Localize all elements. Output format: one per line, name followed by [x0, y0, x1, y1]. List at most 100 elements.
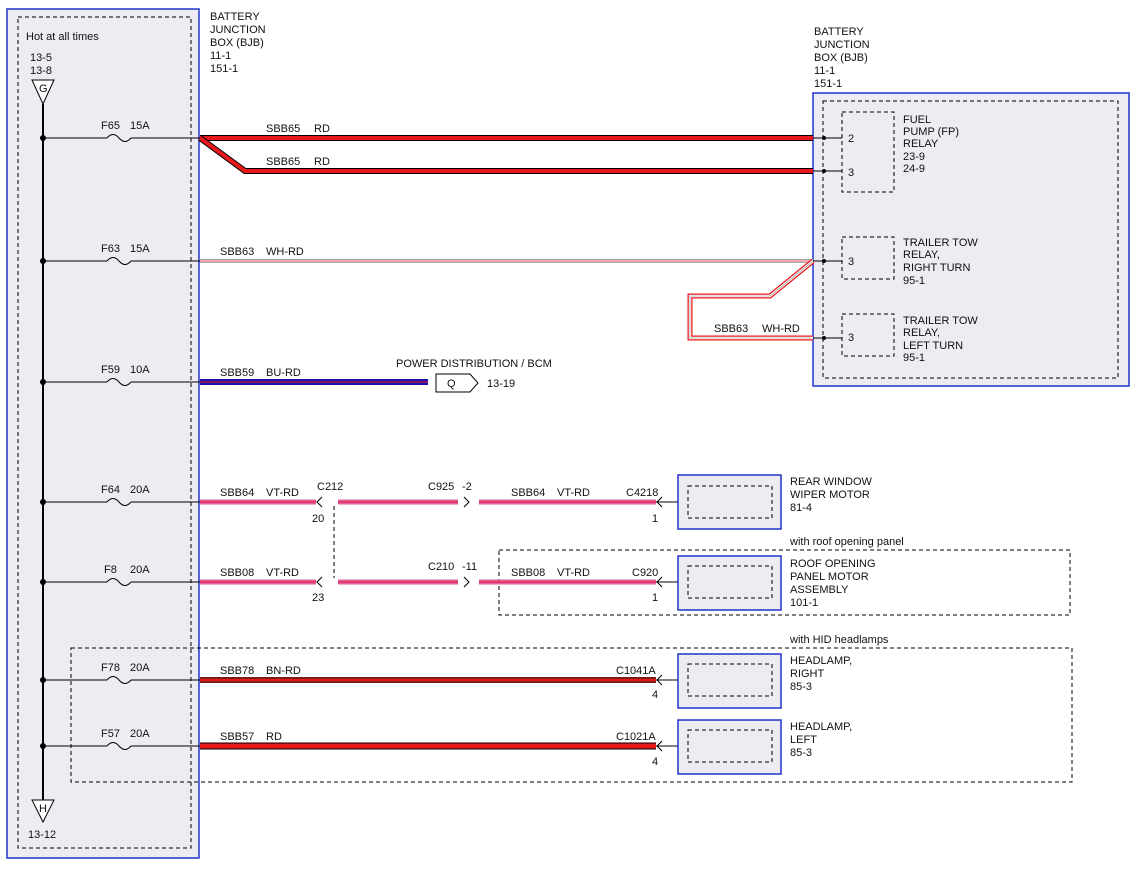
- c212-pin-20: 20: [312, 513, 324, 525]
- bjb-right-box: [812, 92, 1130, 387]
- fuse-f65: F65 15A: [40, 120, 200, 142]
- bjb-left-header-4: 11-1: [210, 50, 231, 62]
- hid-option-box: [70, 647, 1073, 783]
- fuse-f59-name: F59: [101, 364, 120, 376]
- fuse-f8: F8 20A: [40, 564, 200, 586]
- bjb-right-header-1: BATTERY: [814, 26, 864, 38]
- fuse-f64-rating: 20A: [130, 484, 150, 496]
- c4218-label: C4218: [626, 487, 658, 499]
- fp-relay-pin-2: 2: [848, 133, 854, 145]
- c210-label: C210: [428, 561, 454, 573]
- power-dist-label: POWER DISTRIBUTION / BCM: [396, 358, 552, 370]
- trailer-tow-left-relay: 3 TRAILER TOW RELAY, LEFT TURN 95-1: [841, 313, 978, 364]
- fuse-f63-rating: 15A: [130, 243, 150, 255]
- headlamp-left-line-2: LEFT: [790, 734, 817, 746]
- headlamp-left-line-3: 85-3: [790, 747, 812, 759]
- sbb64a-color: VT-RD: [266, 487, 299, 499]
- headlamp-right-line-1: HEADLAMP,: [790, 655, 852, 667]
- sbb78-circuit: SBB78: [220, 665, 254, 677]
- c212-label: C212: [317, 481, 343, 493]
- c920-pin: 1: [652, 592, 658, 604]
- fuse-f65-rating: 15A: [130, 120, 150, 132]
- power-distribution-connector: Q: [435, 373, 479, 393]
- fuse-f64: F64 20A: [40, 484, 200, 506]
- bjb-right-header-5: 151-1: [814, 78, 842, 90]
- c1021a-pin: 4: [652, 756, 658, 768]
- sbb63b-circuit: SBB63: [714, 323, 748, 335]
- fp-relay-line-1: FUEL: [903, 114, 931, 126]
- sbb08a-color: VT-RD: [266, 567, 299, 579]
- fuse-f8-name: F8: [104, 564, 117, 576]
- roof-motor-line-2: PANEL MOTOR: [790, 571, 869, 583]
- ttr-relay-line-2: RELAY,: [903, 249, 940, 261]
- sbb63a-circuit: SBB63: [220, 246, 254, 258]
- bjb-left-header-3: BOX (BJB): [210, 37, 264, 49]
- wire-sbb78: [200, 674, 682, 686]
- fuse-f63-name: F63: [101, 243, 120, 255]
- rear-wiper-line-3: 81-4: [790, 502, 812, 514]
- sbb08b-circuit: SBB08: [511, 567, 545, 579]
- sbb64b-circuit: SBB64: [511, 487, 545, 499]
- fuse-f57-name: F57: [101, 728, 120, 740]
- sbb59-color: BU-RD: [266, 367, 301, 379]
- rear-wiper-line-2: WIPER MOTOR: [790, 489, 870, 501]
- c4218-pin: 1: [652, 513, 658, 525]
- sbb65b-circuit: SBB65: [266, 156, 300, 168]
- sbb64a-circuit: SBB64: [220, 487, 254, 499]
- fuse-f57-rating: 20A: [130, 728, 150, 740]
- fuse-f8-rating: 20A: [130, 564, 150, 576]
- headlamp-right-line-2: RIGHT: [790, 668, 825, 680]
- ttr-relay-line-1: TRAILER TOW: [903, 237, 978, 249]
- connector-h-label: H: [39, 803, 47, 815]
- power-dist-ref: 13-19: [487, 378, 515, 390]
- ttl-relay-line-3: LEFT TURN: [903, 340, 963, 352]
- headlamp-left-line-1: HEADLAMP,: [790, 721, 852, 733]
- roof-motor-line-3: ASSEMBLY: [790, 584, 849, 596]
- rear-wiper-line-1: REAR WINDOW: [790, 476, 873, 488]
- ttl-relay-line-2: RELAY,: [903, 327, 940, 339]
- headlamp-right: [677, 653, 782, 709]
- bjb-right-header-4: 11-1: [814, 65, 835, 77]
- fuse-f65-name: F65: [101, 120, 120, 132]
- ttl-relay-pin-3: 3: [848, 332, 854, 344]
- fp-relay-line-5: 24-9: [903, 163, 925, 175]
- ttr-relay-line-4: 95-1: [903, 275, 925, 287]
- connector-g-label: G: [39, 83, 48, 95]
- sbb65b-color: RD: [314, 156, 330, 168]
- roof-panel-motor: [677, 555, 782, 611]
- fp-relay-line-3: RELAY: [903, 138, 939, 150]
- c1041a-label: C1041A: [616, 665, 656, 677]
- fuse-f63: F63 15A: [40, 243, 200, 265]
- bjb-left-header-5: 151-1: [210, 63, 238, 75]
- ttr-relay-pin-3: 3: [848, 256, 854, 268]
- fuse-f59-rating: 10A: [130, 364, 150, 376]
- sbb08b-color: VT-RD: [557, 567, 590, 579]
- bjb-right-header-2: JUNCTION: [814, 39, 870, 51]
- c920-label: C920: [632, 567, 658, 579]
- bjb-left-header-2: JUNCTION: [210, 24, 266, 36]
- fp-relay-line-4: 23-9: [903, 151, 925, 163]
- bjb-right-header-3: BOX (BJB): [814, 52, 868, 64]
- sbb63b-color: WH-RD: [762, 323, 800, 335]
- c1021a-label: C1021A: [616, 731, 656, 743]
- bottom-ref: 13-12: [28, 829, 56, 841]
- trailer-tow-right-relay: 3 TRAILER TOW RELAY, RIGHT TURN 95-1: [841, 236, 978, 287]
- rear-wiper-motor: [677, 474, 782, 530]
- c925-pin: -2: [462, 481, 472, 493]
- fuel-pump-relay: 2 3 FUEL PUMP (FP) RELAY 23-9 24-9: [841, 111, 959, 193]
- wire-sbb65: [198, 135, 842, 174]
- roof-motor-line-4: 101-1: [790, 597, 818, 609]
- c1041a-pin: 4: [652, 689, 658, 701]
- sbb65a-color: RD: [314, 123, 330, 135]
- ttr-relay-line-3: RIGHT TURN: [903, 262, 970, 274]
- headlamp-left: [677, 719, 782, 775]
- headlamp-right-line-3: 85-3: [790, 681, 812, 693]
- hot-label: Hot at all times: [26, 31, 99, 43]
- fuse-f78: F78 20A: [40, 662, 200, 684]
- top-ref-1: 13-5: [30, 52, 52, 64]
- sbb64b-color: VT-RD: [557, 487, 590, 499]
- c210-pin: -11: [462, 561, 477, 573]
- fuse-f59: F59 10A: [40, 364, 200, 386]
- sbb65a-circuit: SBB65: [266, 123, 300, 135]
